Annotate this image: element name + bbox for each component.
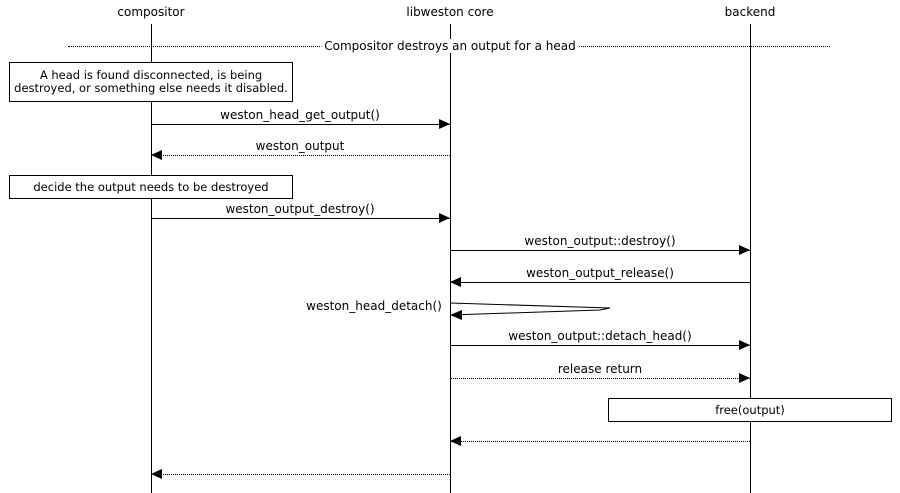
message-line-libweston-return (151, 474, 450, 475)
divider-title: Compositor destroys an output for a head (321, 39, 579, 53)
arrowhead-weston-output-detach-head (739, 340, 750, 350)
message-line-backend-return (450, 441, 750, 442)
lifeline-backend (750, 24, 751, 493)
message-label-release-return: release return (555, 362, 645, 376)
message-label-weston-output-destroy-callback: weston_output::destroy() (522, 234, 678, 248)
message-line-weston-output-destroy (151, 218, 450, 219)
message-line-weston-output (151, 155, 450, 156)
arrowhead-weston-output-destroy (439, 213, 450, 223)
message-label-weston-output-destroy: weston_output_destroy() (223, 202, 377, 216)
arrowhead-release-return (739, 373, 750, 383)
arrowhead-backend-return (450, 436, 461, 446)
message-label-weston-output-detach-head: weston_output::detach_head() (506, 329, 694, 343)
message-line-weston-output-detach-head (450, 345, 750, 346)
actor-label-libweston-core: libweston core (406, 5, 494, 19)
message-line-weston-head-get-output (151, 124, 450, 125)
arrowhead-libweston-return (151, 469, 162, 479)
arrowhead-weston-output-release (450, 277, 461, 287)
message-label-weston-head-get-output: weston_head_get_output() (218, 108, 382, 122)
message-label-weston-output-release: weston_output_release() (524, 266, 676, 280)
message-line-weston-output-destroy-callback (450, 250, 750, 251)
note-free-output: free(output) (608, 398, 892, 422)
note-head-disconnected: A head is found disconnected, is being d… (9, 62, 293, 102)
lifeline-libweston-core (450, 24, 451, 493)
message-line-weston-output-release (450, 282, 750, 283)
note-decide-destroy: decide the output needs to be destroyed (9, 175, 293, 199)
lifeline-compositor (151, 24, 152, 493)
actor-label-backend: backend (724, 5, 776, 19)
arrowhead-weston-output (151, 150, 162, 160)
message-line-release-return (450, 378, 750, 379)
message-label-weston-head-detach: weston_head_detach() (306, 299, 442, 313)
arrowhead-weston-head-get-output (439, 119, 450, 129)
message-label-weston-output: weston_output (253, 139, 347, 153)
message-selfcall-weston-head-detach (449, 302, 611, 320)
actor-label-compositor: compositor (117, 5, 185, 19)
arrowhead-weston-output-destroy-callback (739, 245, 750, 255)
